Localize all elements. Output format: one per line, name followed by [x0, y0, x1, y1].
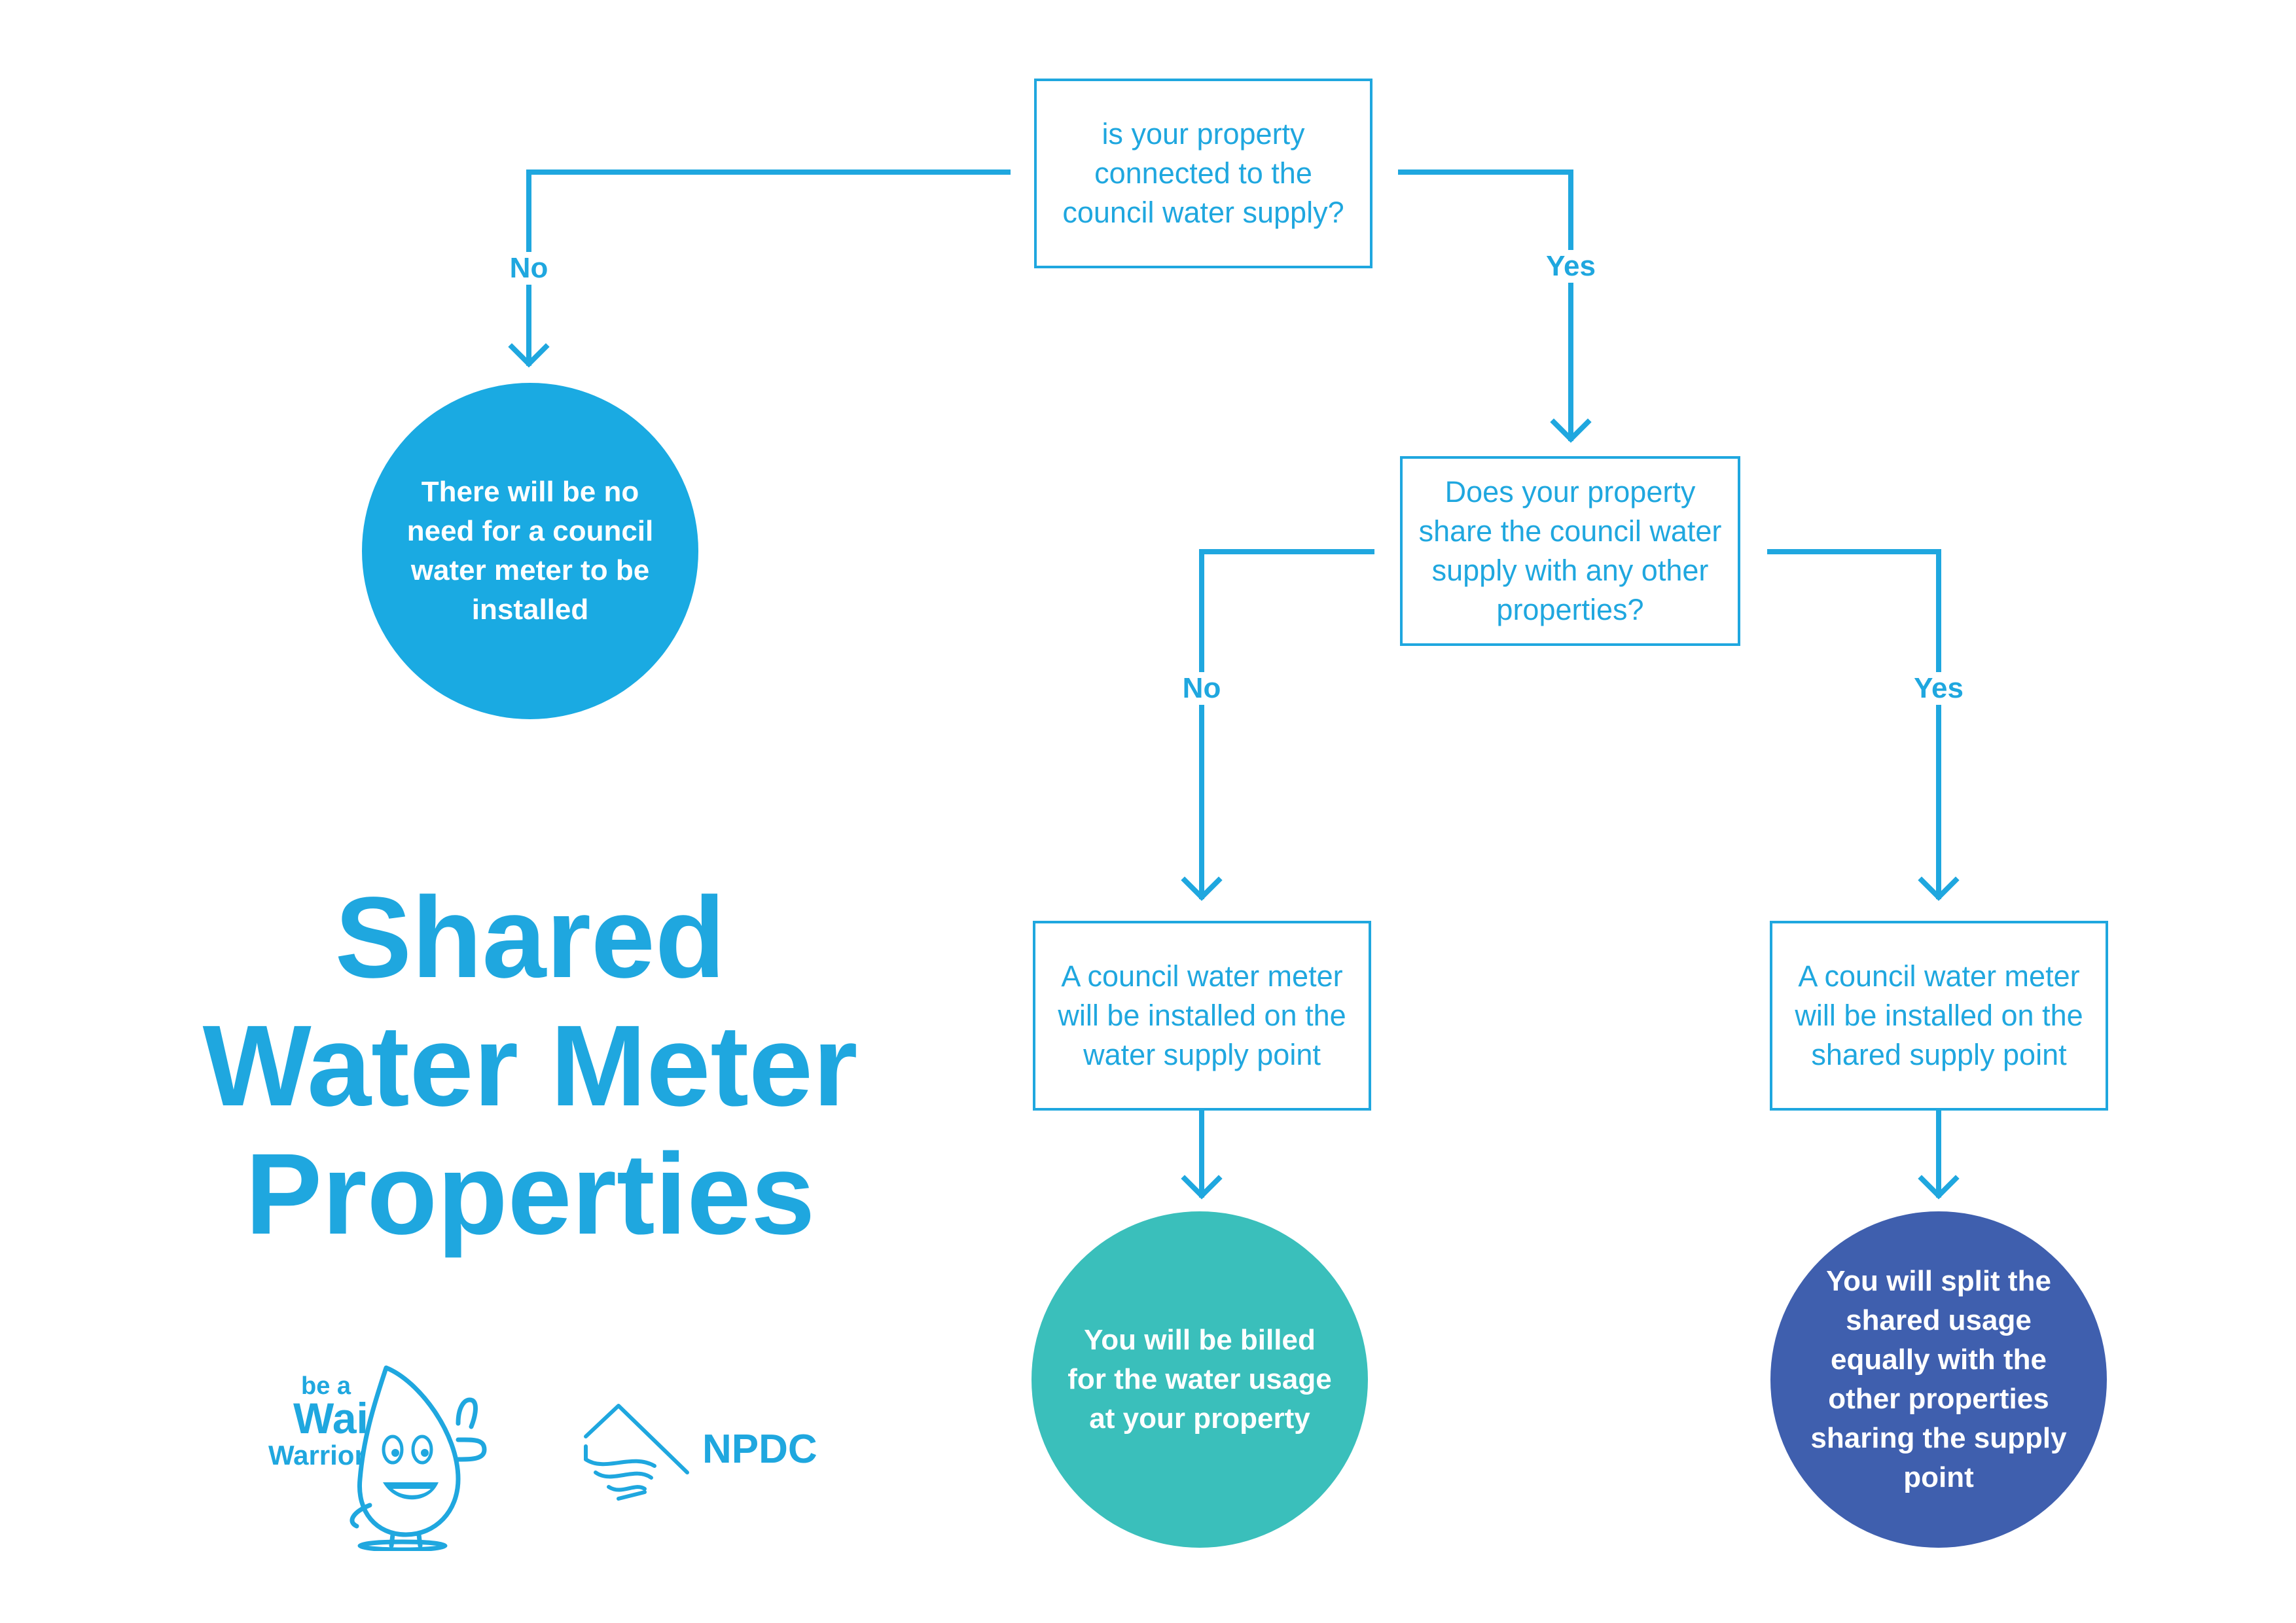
title-line-3: Properties	[245, 1130, 816, 1258]
arrowhead-q1-yes	[1550, 418, 1592, 443]
label-no-q1: No	[504, 252, 554, 285]
title-line-1: Shared	[334, 874, 726, 1002]
wai-logo-text-2: Wai	[293, 1394, 368, 1442]
npdc-logo: NPDC	[584, 1404, 817, 1501]
arrowhead-q1-no	[508, 343, 550, 368]
outcome-billed-circle: You will be billed for the water usage a…	[1031, 1211, 1368, 1548]
connector-q1-no	[526, 169, 1011, 366]
outcome-split-circle: You will split the shared usage equally …	[1770, 1211, 2107, 1548]
meter-shared-supply-text: A council water meter will be installed …	[1795, 959, 2083, 1071]
question-connected-text: is your property connected to the counci…	[1062, 117, 1344, 229]
outcome-no-meter-text: There will be no need for a council wate…	[406, 476, 654, 626]
label-yes-q1: Yes	[1541, 250, 1601, 283]
arrowhead-q2-no	[1181, 876, 1223, 901]
label-yes-q2: Yes	[1909, 672, 1969, 705]
connector-q2-yes	[1767, 549, 1941, 899]
title-line-2: Water Meter	[202, 1002, 858, 1130]
arrowhead-share-split	[1918, 1175, 1960, 1200]
wai-logo-text-1: be a	[301, 1372, 351, 1400]
outcome-no-meter-circle: There will be no need for a council wate…	[362, 383, 698, 719]
wai-logo-text-3: Warrior	[268, 1440, 365, 1471]
question-share-text: Does your property share the council wat…	[1418, 475, 1722, 626]
question-connected-box: is your property connected to the counci…	[1034, 79, 1372, 268]
page-title: Shared Water Meter Properties	[79, 874, 982, 1258]
meter-shared-supply-box: A council water meter will be installed …	[1770, 921, 2108, 1111]
npdc-logo-text: NPDC	[702, 1427, 817, 1472]
arrowhead-q2-yes	[1918, 876, 1960, 901]
outcome-billed-text: You will be billed for the water usage a…	[1067, 1324, 1332, 1435]
connector-q2-no	[1199, 549, 1374, 899]
meter-water-supply-box: A council water meter will be installed …	[1033, 921, 1371, 1111]
arrowhead-noshare-billed	[1181, 1175, 1223, 1200]
question-share-box: Does your property share the council wat…	[1400, 456, 1740, 646]
outcome-split-text: You will split the shared usage equally …	[1810, 1265, 2067, 1493]
connector-q1-yes	[1398, 169, 1573, 441]
label-no-q2: No	[1177, 672, 1227, 705]
meter-water-supply-text: A council water meter will be installed …	[1058, 959, 1346, 1071]
wai-warrior-logo: be a Wai Warrior	[268, 1365, 487, 1551]
